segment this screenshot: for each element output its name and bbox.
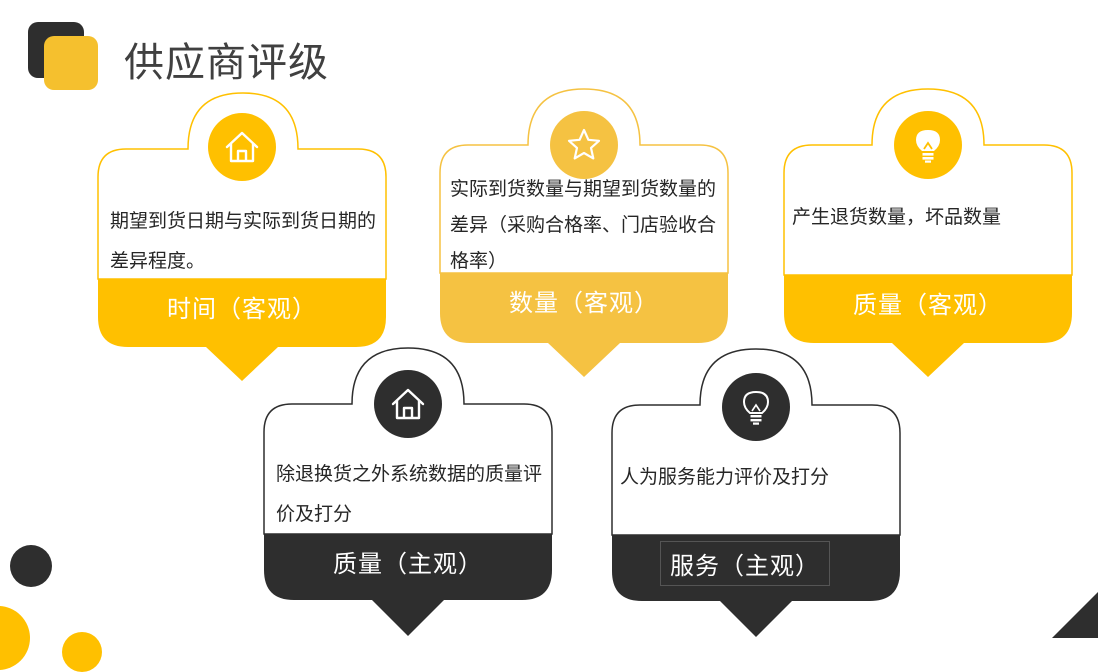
card-icon-badge xyxy=(722,373,790,441)
card-shape xyxy=(783,88,1073,377)
card-icon-badge xyxy=(550,111,618,179)
title-mark-yellow-square xyxy=(44,36,98,90)
card-time-objective: 期望到货日期与实际到货日期的差异程度。 时间（客观） xyxy=(97,92,387,383)
card-icon-badge xyxy=(208,113,276,181)
card-shape xyxy=(97,92,387,381)
card-label: 服务（主观） xyxy=(660,541,830,586)
card-description: 人为服务能力评价及打分 xyxy=(620,466,830,488)
title-logo-mark xyxy=(28,22,100,90)
home-icon xyxy=(225,131,259,163)
card-shape xyxy=(263,347,553,636)
decorative-dark-dot xyxy=(10,545,52,587)
decorative-corner-triangle xyxy=(1052,592,1098,638)
card-quality-objective: 产生退货数量，坏品数量 质量（客观） xyxy=(783,88,1073,379)
page-title: 供应商评级 xyxy=(124,40,329,86)
decorative-yellow-arc-small xyxy=(62,632,102,672)
card-service-subjective: 人为服务能力评价及打分 服务（主观） xyxy=(611,348,901,639)
star-icon xyxy=(567,128,601,160)
card-label: 质量（主观） xyxy=(333,550,483,578)
card-quantity-objective: 实际到货数量与期望到货数量的差异（采购合格率、门店验收合格率） 数量（客观） xyxy=(439,88,729,379)
lightbulb-icon xyxy=(742,390,770,425)
card-label: 质量（客观） xyxy=(853,291,1003,319)
card-icon-badge xyxy=(374,370,442,438)
card-description: 期望到货日期与实际到货日期的差异程度。 xyxy=(110,210,377,272)
card-shape xyxy=(439,88,729,377)
lightbulb-icon xyxy=(916,130,940,163)
card-shape xyxy=(611,348,901,637)
card-icon-badge xyxy=(894,111,962,179)
card-description: 除退换货之外系统数据的质量评价及打分 xyxy=(276,463,543,525)
card-label: 数量（客观） xyxy=(509,289,659,317)
card-description: 产生退货数量，坏品数量 xyxy=(792,206,1002,228)
home-icon xyxy=(391,388,425,420)
decorative-yellow-arc xyxy=(0,606,30,670)
card-description: 实际到货数量与期望到货数量的差异（采购合格率、门店验收合格率） xyxy=(450,178,717,272)
card-label: 时间（客观） xyxy=(167,295,317,323)
card-quality-subjective: 除退换货之外系统数据的质量评价及打分 质量（主观） xyxy=(263,347,553,638)
